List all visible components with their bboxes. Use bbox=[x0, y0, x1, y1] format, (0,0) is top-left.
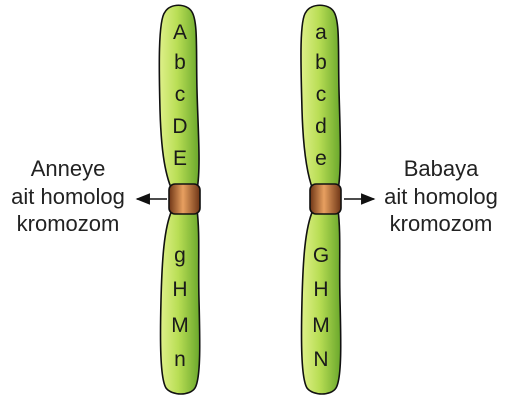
maternal-label-line-3: kromozom bbox=[17, 211, 120, 236]
maternal-allele-E: E bbox=[173, 147, 187, 170]
paternal-label-line-2: ait homolog bbox=[384, 184, 498, 209]
paternal-chromosome: a b c d e G H M N bbox=[301, 5, 341, 394]
paternal-label: Babaya ait homolog kromozom bbox=[384, 156, 498, 236]
paternal-allele-M: M bbox=[312, 314, 330, 337]
paternal-allele-c: c bbox=[316, 83, 327, 106]
maternal-allele-M: M bbox=[171, 314, 189, 337]
paternal-label-line-3: kromozom bbox=[390, 211, 493, 236]
paternal-allele-e: e bbox=[315, 147, 327, 170]
maternal-label-line-2: ait homolog bbox=[11, 184, 125, 209]
paternal-allele-d: d bbox=[315, 115, 327, 138]
maternal-allele-b: b bbox=[174, 51, 186, 74]
paternal-allele-H: H bbox=[313, 278, 328, 301]
paternal-centromere bbox=[310, 184, 341, 214]
maternal-allele-A: A bbox=[173, 21, 187, 44]
maternal-centromere bbox=[169, 184, 200, 214]
maternal-label-line-1: Anneye bbox=[31, 156, 106, 181]
paternal-label-line-1: Babaya bbox=[404, 156, 479, 181]
maternal-allele-n: n bbox=[174, 348, 186, 371]
paternal-allele-G: G bbox=[313, 244, 329, 267]
maternal-allele-g: g bbox=[174, 244, 186, 267]
maternal-allele-D: D bbox=[172, 115, 187, 138]
paternal-allele-a: a bbox=[315, 21, 327, 44]
paternal-allele-N: N bbox=[313, 348, 328, 371]
maternal-label: Anneye ait homolog kromozom bbox=[11, 156, 125, 236]
paternal-allele-b: b bbox=[315, 51, 327, 74]
maternal-allele-H: H bbox=[172, 278, 187, 301]
maternal-allele-c: c bbox=[175, 83, 186, 106]
